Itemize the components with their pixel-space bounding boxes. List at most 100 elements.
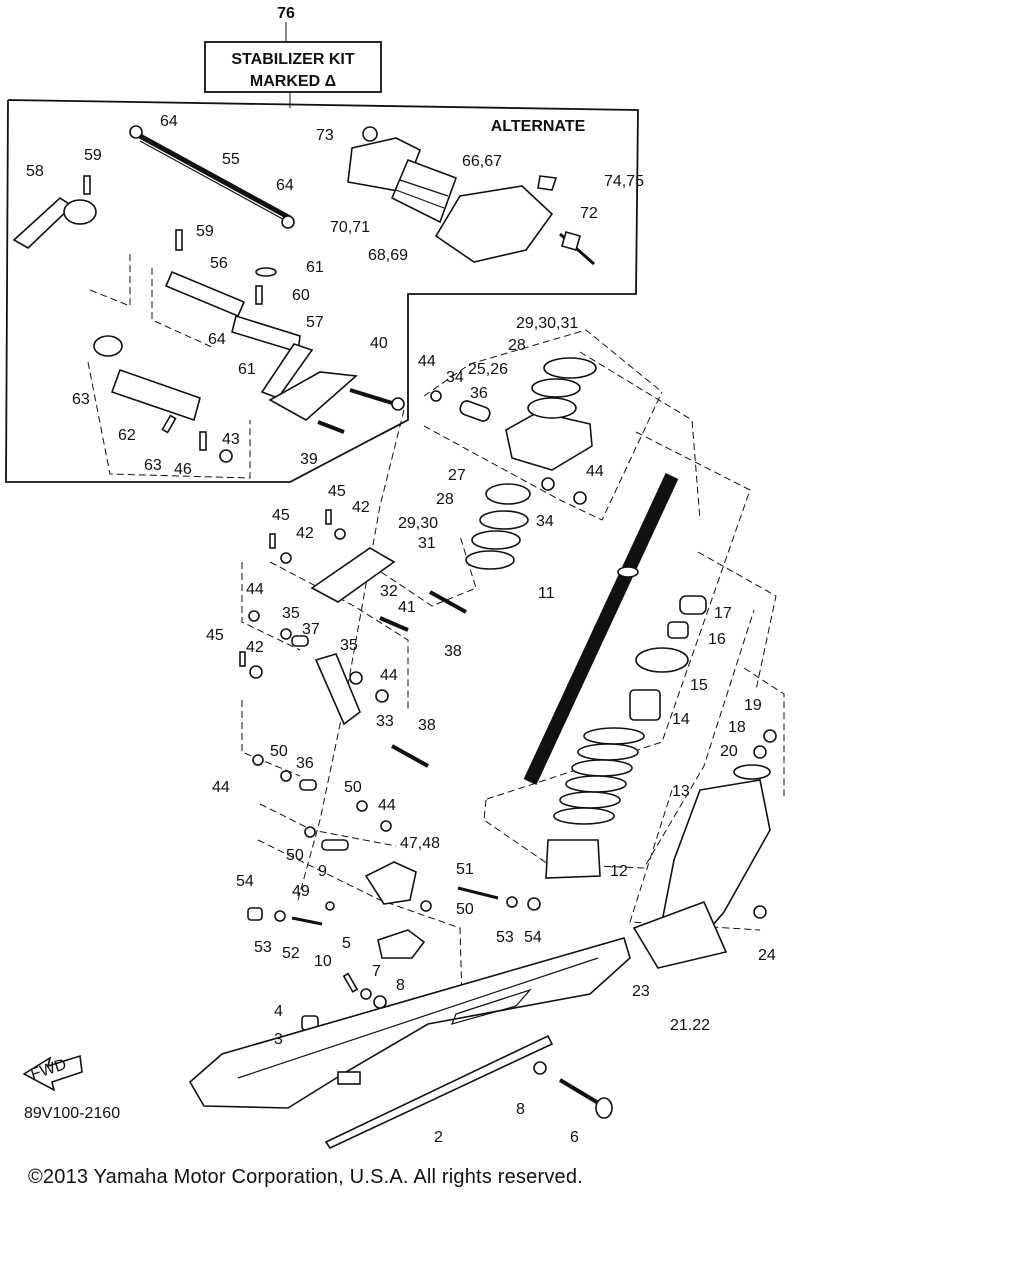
link-bracket bbox=[268, 371, 358, 421]
pin-46 bbox=[199, 431, 207, 451]
part-label-38: 38 bbox=[444, 643, 462, 660]
bushing-50d bbox=[420, 900, 432, 912]
part-label-17: 17 bbox=[714, 605, 732, 622]
shaft-57 bbox=[231, 314, 301, 354]
link-32 bbox=[310, 547, 396, 603]
nut-54a bbox=[527, 897, 541, 911]
lever-hub bbox=[63, 199, 97, 225]
part-label-6: 6 bbox=[570, 1129, 579, 1146]
washer-53a bbox=[506, 896, 518, 908]
bolt-41 bbox=[379, 616, 409, 632]
washer-18 bbox=[753, 745, 767, 759]
part-label-36: 36 bbox=[470, 385, 488, 402]
nut-8b bbox=[533, 1061, 547, 1075]
nut-54b bbox=[247, 907, 263, 921]
nut-44d bbox=[375, 689, 389, 703]
pin-59b bbox=[175, 229, 183, 251]
part-label-43: 43 bbox=[222, 431, 240, 448]
bushing-35b bbox=[349, 671, 363, 685]
part-label-55: 55 bbox=[222, 151, 240, 168]
pin-10 bbox=[342, 972, 359, 993]
part-label-24: 24 bbox=[758, 947, 776, 964]
nut-24 bbox=[753, 905, 767, 919]
boot-rib-1 bbox=[399, 179, 449, 197]
guide-a bbox=[89, 250, 131, 307]
part-label-15: 15 bbox=[690, 677, 708, 694]
part-label-64: 64 bbox=[208, 331, 226, 348]
part-label-11: 11 bbox=[538, 585, 555, 602]
shaft-55 bbox=[138, 133, 292, 221]
part-label-9: 9 bbox=[318, 863, 327, 880]
part-label-72: 72 bbox=[580, 205, 598, 222]
part-label-49: 49 bbox=[292, 883, 310, 900]
part-label-29-30: 29,30 bbox=[398, 515, 438, 532]
part-label-33: 33 bbox=[376, 713, 394, 730]
part-label-31: 31 bbox=[418, 535, 436, 552]
part-label-19: 19 bbox=[744, 697, 762, 714]
part-label-68-69: 68,69 bbox=[368, 247, 408, 264]
part-label-23: 23 bbox=[632, 983, 650, 1000]
bushing-36b bbox=[299, 779, 317, 791]
part-label-61: 61 bbox=[306, 259, 324, 276]
guide-5 bbox=[257, 839, 463, 1001]
plate-5 bbox=[377, 929, 426, 959]
boot-rib-2 bbox=[395, 189, 445, 209]
part-label-2: 2 bbox=[434, 1129, 443, 1146]
seat-12 bbox=[545, 839, 601, 879]
part-label-36: 36 bbox=[296, 755, 314, 772]
part-label-57: 57 bbox=[306, 314, 324, 331]
copyright: ©2013 Yamaha Motor Corporation, U.S.A. A… bbox=[28, 1166, 583, 1188]
pin-45c bbox=[239, 651, 246, 667]
part-label-45: 45 bbox=[206, 627, 224, 644]
pin-45a bbox=[269, 533, 276, 549]
washer-31 bbox=[465, 550, 515, 570]
nut-44b bbox=[573, 491, 587, 505]
bolt-39 bbox=[317, 420, 345, 434]
guide-44-35 bbox=[241, 562, 301, 651]
part-label-56: 56 bbox=[210, 255, 228, 272]
shaft-55-edge bbox=[139, 140, 291, 224]
kit-box bbox=[204, 41, 382, 93]
guide-c bbox=[87, 361, 251, 479]
part-label-8: 8 bbox=[516, 1101, 525, 1118]
part-label-5: 5 bbox=[342, 935, 351, 952]
part-label-39: 39 bbox=[300, 451, 318, 468]
part-label-52: 52 bbox=[282, 945, 300, 962]
part-label-64: 64 bbox=[160, 113, 178, 130]
part-label-35: 35 bbox=[340, 637, 358, 654]
guide-spring-box bbox=[579, 351, 701, 521]
bushing-50c bbox=[304, 826, 316, 838]
part-label-63: 63 bbox=[72, 391, 90, 408]
shaft-56 bbox=[164, 270, 246, 318]
knuckle-47-48 bbox=[364, 861, 417, 905]
part-label-40: 40 bbox=[370, 335, 388, 352]
pin-59 bbox=[83, 175, 91, 195]
part-label-7: 7 bbox=[372, 963, 381, 980]
nut-43 bbox=[219, 449, 233, 463]
ski-body bbox=[188, 937, 631, 1109]
guide-lower-44 bbox=[241, 700, 301, 777]
arm-33 bbox=[314, 653, 361, 726]
bushing-50b bbox=[356, 800, 368, 812]
nut-34 bbox=[541, 477, 555, 491]
washer-8a bbox=[373, 995, 387, 1009]
part-label-29-30-31: 29,30,31 bbox=[516, 315, 578, 332]
washer-64a bbox=[129, 125, 143, 139]
nut-7 bbox=[360, 988, 372, 1000]
ski-slot bbox=[450, 988, 532, 1025]
bolt-72-head bbox=[561, 231, 581, 251]
part-label-61: 61 bbox=[238, 361, 256, 378]
bushing-35a bbox=[280, 628, 292, 640]
stopper-14 bbox=[629, 689, 661, 721]
part-label-34: 34 bbox=[446, 369, 464, 386]
part-label-28: 28 bbox=[436, 491, 454, 508]
part-label-27: 27 bbox=[448, 467, 466, 484]
nut-44f bbox=[380, 820, 392, 832]
nut-44a bbox=[430, 390, 442, 402]
part-label-4: 4 bbox=[274, 1003, 283, 1020]
part-label-53: 53 bbox=[254, 939, 272, 956]
part-label-54: 54 bbox=[524, 929, 542, 946]
part-label-73: 73 bbox=[316, 127, 334, 144]
